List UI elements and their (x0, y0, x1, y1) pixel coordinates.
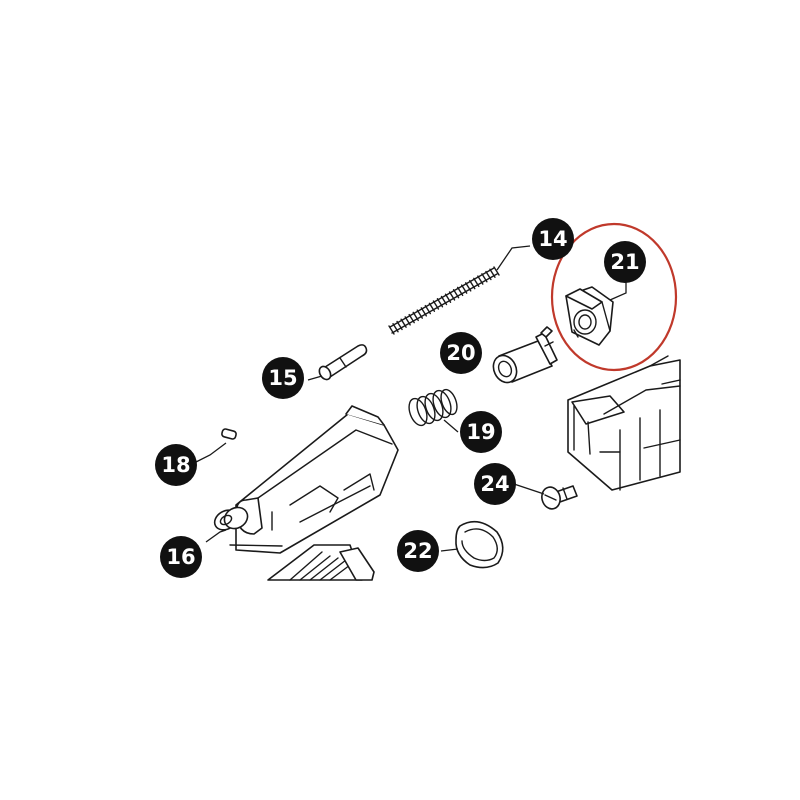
spring-coil (465, 282, 472, 292)
callout-16: 16 (160, 536, 202, 578)
spring-coil (473, 277, 480, 288)
spring-coil (469, 279, 476, 290)
spring-coil (440, 295, 448, 306)
spring-coil (489, 268, 496, 278)
callout-20-label: 20 (446, 341, 475, 365)
spring-coil (428, 302, 436, 313)
spring-coil (400, 318, 407, 328)
part-14-recoil-spring (388, 245, 531, 335)
spring-coil (392, 323, 399, 333)
spring-coil (477, 275, 484, 285)
part-18-small-pin (195, 428, 237, 463)
spring-coil (444, 293, 452, 303)
part-15-pin (307, 344, 368, 381)
callout-15-label: 15 (268, 366, 297, 390)
callout-14-label: 14 (538, 227, 567, 251)
callout-20: 20 (440, 332, 482, 374)
spring-coil (408, 313, 415, 324)
callout-15: 15 (262, 357, 304, 399)
part-right-frame (567, 355, 681, 491)
spring-coil (448, 291, 456, 301)
callout-14: 14 (532, 218, 574, 260)
callout-18: 18 (155, 444, 197, 486)
callout-16-label: 16 (166, 545, 195, 569)
part-lower-base (267, 544, 375, 581)
highlight-ring (550, 222, 678, 372)
spring-coil (432, 300, 440, 310)
callout-19: 19 (460, 411, 502, 453)
callout-21-label: 21 (610, 250, 639, 274)
part-16-nozzle-housing (205, 405, 399, 554)
spring-coil (481, 273, 488, 283)
spring-coil (404, 316, 411, 326)
spring-coil (452, 288, 460, 299)
callout-22-label: 22 (403, 539, 432, 563)
callout-21: 21 (604, 241, 646, 283)
spring-coil (412, 311, 419, 322)
spring-coil (424, 304, 432, 315)
spring-coil (456, 286, 464, 297)
callout-24-label: 24 (480, 472, 509, 496)
callout-18-label: 18 (161, 453, 190, 477)
callout-22: 22 (397, 530, 439, 572)
spring-coil (416, 309, 423, 319)
part-22-oval-ring (440, 520, 504, 569)
part-21-bracket (565, 282, 627, 346)
spring-coil (485, 270, 492, 281)
part-19-spring (408, 388, 459, 433)
spring-coil (396, 320, 403, 331)
spring-coil (388, 325, 395, 335)
part-20-cylinder (492, 326, 558, 384)
callout-19-label: 19 (466, 420, 495, 444)
spring-coil (460, 284, 468, 294)
callout-24: 24 (474, 463, 516, 505)
spring-coil (493, 266, 500, 276)
part-24-screw (513, 483, 578, 510)
spring-coil (420, 307, 428, 317)
spring-coil (436, 298, 444, 308)
